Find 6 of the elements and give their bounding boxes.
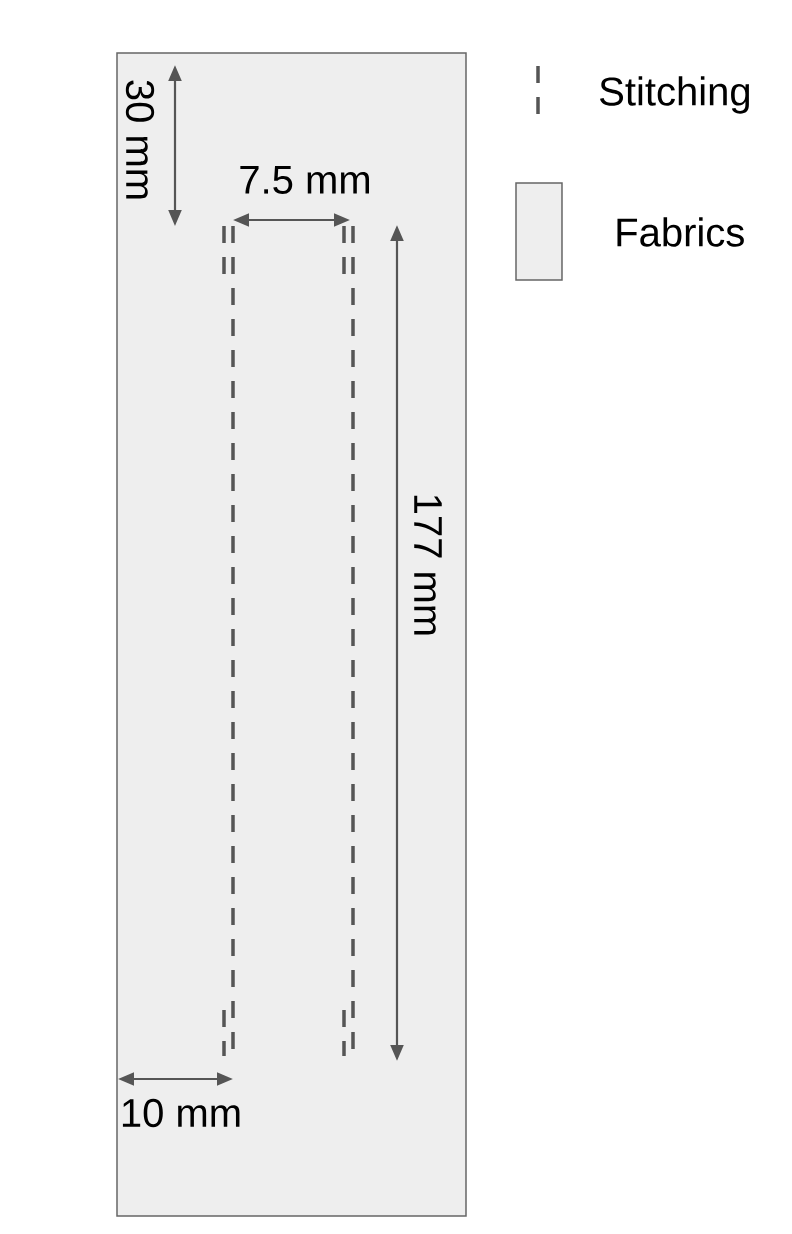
dimension-label: 177 mm <box>414 495 442 635</box>
dimension-label: 30 mm <box>125 80 155 199</box>
dimension-label: 7.5 mm <box>240 166 369 194</box>
legend-label: Fabrics <box>617 217 744 247</box>
legend-label: Stitching <box>600 76 750 114</box>
dimension-label: 10 mm <box>122 1098 240 1128</box>
